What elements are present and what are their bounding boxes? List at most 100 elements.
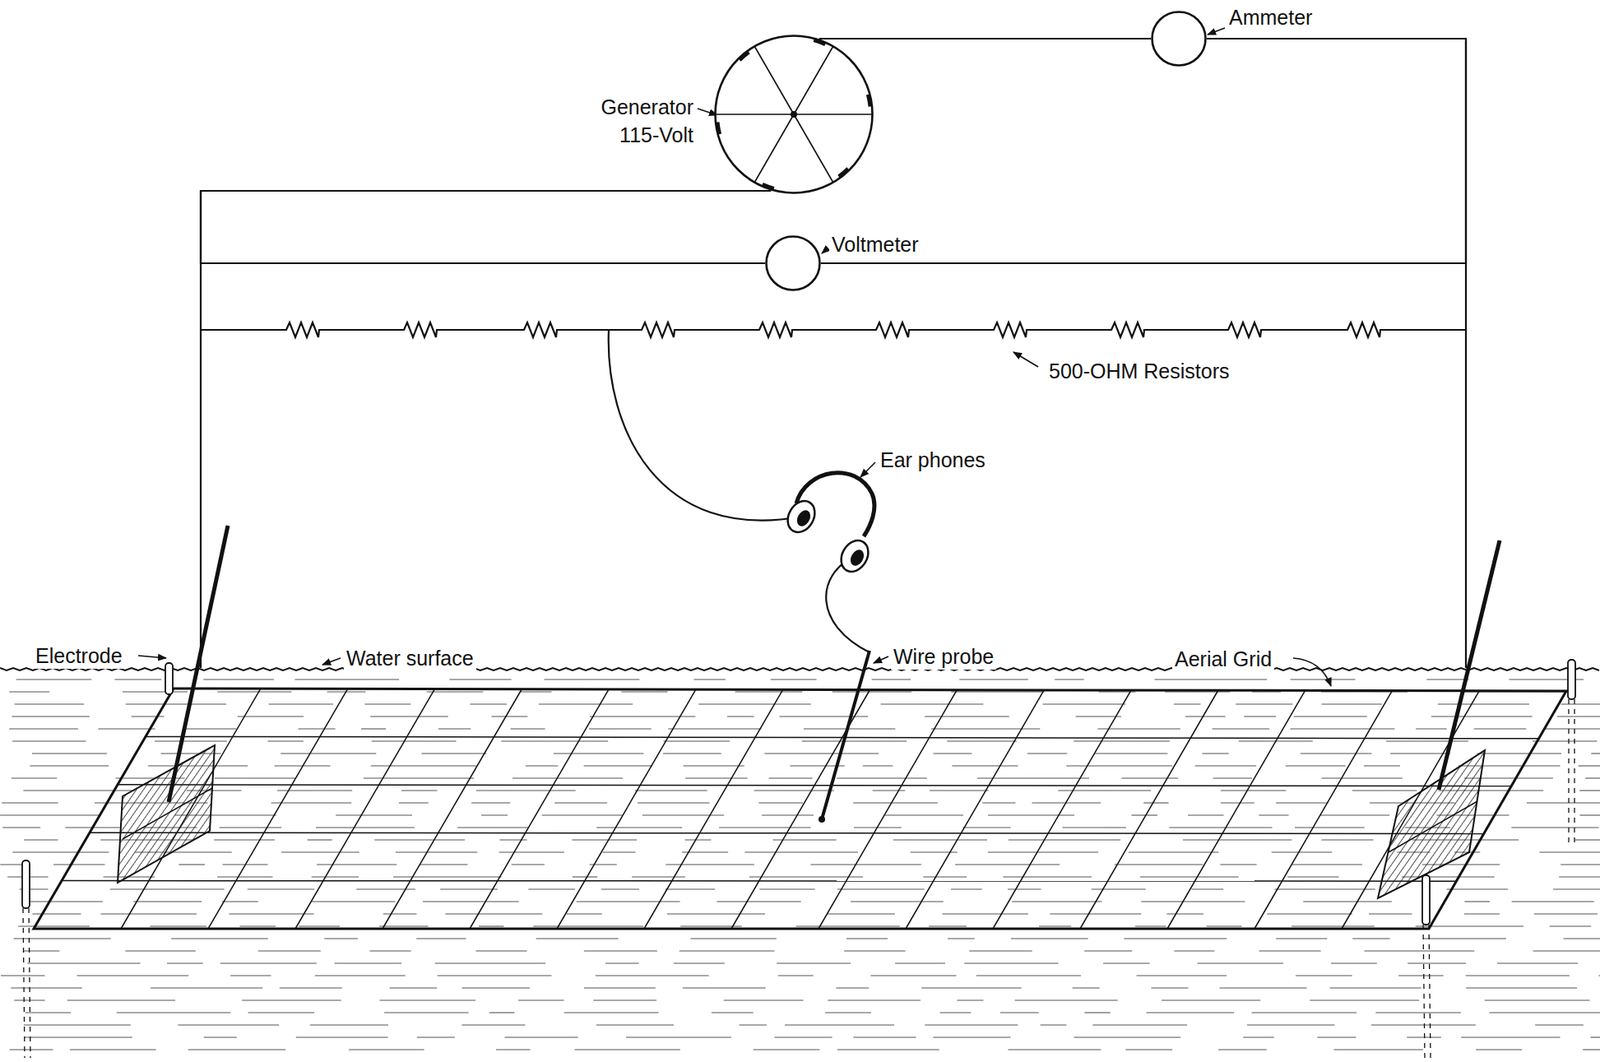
water-dash — [844, 950, 905, 951]
water-dash — [1398, 974, 1444, 976]
water-dash — [1533, 950, 1600, 951]
water-dash — [1007, 1048, 1101, 1050]
water-dash — [298, 925, 340, 927]
water-dash — [53, 863, 105, 865]
water-dash — [1497, 962, 1578, 964]
water-dash — [533, 925, 644, 927]
water-dash — [384, 1011, 469, 1013]
water-dash — [374, 839, 465, 840]
water-dash — [931, 728, 1040, 729]
water-dash — [584, 765, 653, 766]
water-dash — [941, 913, 1028, 914]
water-dash — [294, 678, 399, 680]
water-lines — [0, 667, 1600, 1050]
water-dash — [542, 814, 623, 816]
water-dash — [685, 839, 712, 840]
water-dash — [426, 691, 484, 692]
water-dash — [1295, 974, 1352, 976]
water-dash — [962, 826, 1011, 828]
water-dash — [602, 851, 636, 853]
water-dash — [1054, 678, 1085, 680]
water-dash — [1131, 814, 1157, 816]
water-dash — [862, 765, 894, 766]
water-dash — [667, 728, 761, 729]
water-dash — [827, 913, 896, 914]
water-dash — [536, 937, 619, 939]
water-dash — [1182, 839, 1292, 840]
water-dash — [440, 888, 498, 890]
water-dash — [951, 765, 1018, 766]
water-dash — [1363, 765, 1401, 766]
water-dash — [114, 678, 162, 680]
water-dash — [1040, 1024, 1067, 1025]
water-dash — [1252, 1011, 1357, 1013]
water-dash — [1474, 728, 1526, 729]
water-dash — [307, 839, 333, 840]
water-dash — [315, 974, 406, 976]
water-dash — [564, 1011, 659, 1013]
water-dash — [956, 999, 984, 1001]
water-dash — [784, 1024, 895, 1025]
water-dash — [1114, 863, 1203, 865]
water-dash — [1146, 1011, 1235, 1013]
water-dash — [228, 913, 314, 914]
water-dash — [1526, 802, 1600, 803]
water-dash — [393, 876, 501, 877]
water-dash — [1544, 728, 1600, 729]
water-dash — [665, 888, 715, 890]
water-dash — [279, 987, 343, 988]
water-dash — [574, 1048, 680, 1050]
water-dash — [422, 900, 520, 902]
water-dash — [682, 987, 766, 988]
water-dash — [363, 777, 474, 779]
water-dash — [1000, 1011, 1039, 1013]
water-dash — [1464, 900, 1490, 902]
water-dash — [1303, 900, 1392, 902]
water-dash — [1300, 752, 1373, 754]
water-dash — [1173, 703, 1202, 705]
water-dash — [1011, 937, 1089, 939]
water-dash — [1043, 703, 1126, 705]
water-dash — [101, 913, 197, 914]
water-dash — [770, 678, 817, 680]
water-dash — [940, 1011, 972, 1013]
water-dash — [395, 851, 478, 853]
water-dash — [491, 715, 529, 717]
water-dash — [1460, 1036, 1560, 1038]
water-dash — [1084, 950, 1132, 951]
water-dash — [932, 1036, 1011, 1038]
water-dash — [271, 802, 353, 803]
water-dash — [665, 863, 755, 865]
water-dash — [361, 728, 386, 729]
water-dash — [1212, 728, 1271, 729]
water-dash — [1321, 703, 1383, 705]
water-dash — [149, 925, 207, 927]
water-dash — [1415, 728, 1447, 729]
node-outline — [765, 235, 821, 292]
water-dash — [1027, 752, 1068, 754]
water-dash — [462, 987, 530, 988]
water-dash — [754, 789, 835, 791]
water-dash — [1173, 950, 1215, 951]
water-dash — [435, 962, 547, 964]
water-dash — [693, 678, 725, 680]
water-dash — [1406, 1036, 1442, 1038]
water-dash — [1062, 826, 1127, 828]
water-dash — [268, 740, 304, 742]
water-dash — [437, 974, 552, 976]
water-dash — [698, 703, 812, 705]
water-dash — [1293, 715, 1368, 717]
water-dash — [850, 900, 944, 902]
water-dash — [512, 777, 623, 779]
water-dash — [16, 678, 93, 680]
node-label: Generator 115-Volt — [567, 92, 696, 149]
water-dash — [1201, 752, 1229, 754]
water-dash — [753, 1048, 821, 1050]
water-dash — [553, 752, 644, 754]
water-dash — [449, 678, 511, 680]
water-dash — [1563, 937, 1600, 939]
grid-line — [1167, 690, 1306, 929]
water-dash — [1150, 987, 1188, 988]
water-dash — [131, 715, 165, 717]
water-dash — [213, 839, 275, 840]
